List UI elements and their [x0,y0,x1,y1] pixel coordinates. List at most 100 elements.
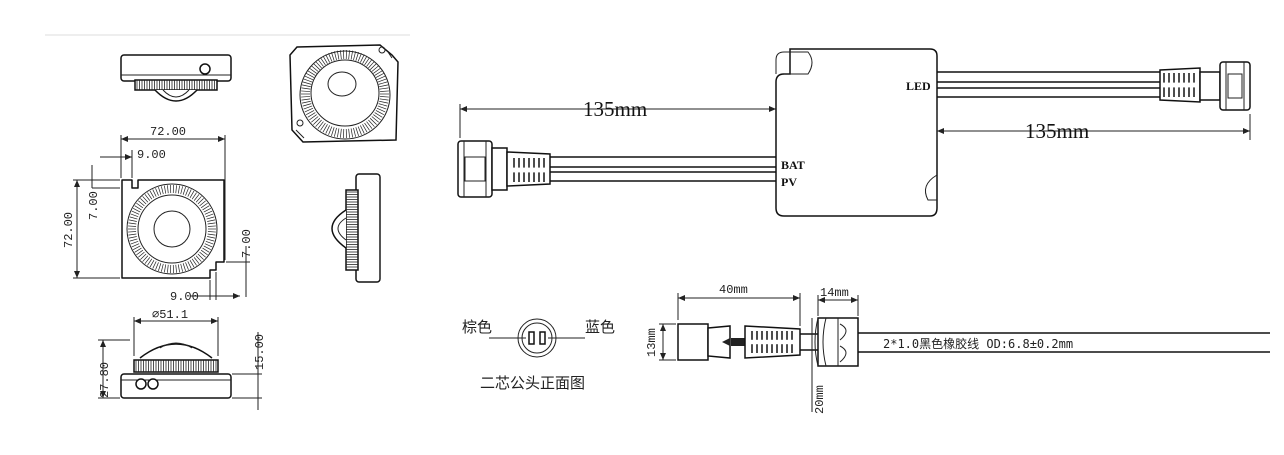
hatch-line [164,185,167,194]
hatch-line [320,57,326,66]
dim-notch-bottom-label: 9.00 [170,290,199,304]
hatch-line [189,190,195,198]
hatch-line [348,50,350,60]
hatch-line [376,107,386,113]
hatch-line [199,251,206,258]
hatch-line [309,114,317,121]
hatch-line [301,100,311,104]
hatch-line [374,70,383,76]
dim-notch-left-label: 7.00 [87,191,101,220]
hatch-line [136,202,144,209]
port-bat-label: BAT [781,158,805,172]
hatch-line [129,238,138,242]
hatch-line [317,121,324,129]
hatch-line [325,125,330,134]
hatch-line [377,78,387,83]
connector-face-caption: 二芯公头正面图 [480,374,585,392]
hatch-line [134,205,142,211]
hatch-line [355,127,359,136]
hatch-line [340,128,342,138]
cable-spec-label: 2*1.0黑色橡胶线 OD:6.8±0.2mm [883,336,1073,351]
hatch-line [301,96,311,98]
hatch-line [364,57,370,66]
hatch-line [134,247,142,253]
hatch-line [315,119,322,127]
hatch-line [337,128,340,138]
hatch-line [161,186,164,195]
hatch-line [377,105,387,110]
hatch-line [207,222,216,225]
hatch-line [175,185,177,194]
hatch-line [128,219,137,222]
hatch-line [193,194,200,201]
hatch-line [161,263,164,272]
hatch-line [164,264,167,273]
hatch-line [147,258,153,266]
hatch-line [128,236,137,239]
hatch-line [337,50,340,60]
hatch-line [379,96,389,98]
hatch-line [334,51,337,61]
hatch-line [357,126,362,135]
dim-nut-length-label: 14mm [820,286,849,300]
hatch-line [350,50,353,60]
hatch-line [340,50,342,60]
hatch-line [207,233,216,236]
hatch-line [204,210,213,215]
hatch-line [152,261,157,269]
hatch-line [350,128,353,138]
hatch-line [373,114,381,121]
hatch-line [155,188,159,196]
hatch-line [379,87,389,90]
connector-face-view: 棕色 蓝色 二芯公头正面图 [462,318,615,392]
hatch-line [304,75,314,81]
hatch-line [138,251,145,258]
hatch-line [129,216,138,220]
hatch-line [177,185,180,194]
hatch-line [303,78,313,83]
hatch-line [191,258,197,266]
hatch-line [303,105,313,110]
dim-nut-diameter-label: 20mm [813,385,827,414]
hatch-line [130,213,139,218]
hatch-line [315,61,322,69]
left-cable-length-label: 135mm [583,97,647,121]
hatch-line [202,205,210,211]
wiring-diagram: 135mm LED BAT PV 135mm [457,48,1251,217]
hatch-line [185,188,189,196]
hatch-line [378,81,388,85]
dim-total-height-label: 27.80 [98,362,112,398]
hatch-line [322,124,328,133]
hatch-line [158,187,162,195]
hatch-line [131,210,140,215]
hatch-line [200,202,208,209]
hatch-line [375,110,385,115]
port-pv-label: PV [781,175,797,189]
dim-plug-length-label: 40mm [719,283,748,297]
hatch-line [131,243,140,248]
sensor-side-view-bottom: ⌀51.1 27.80 15.00 [98,308,267,410]
hatch-line [199,200,206,207]
hatch-line [207,231,216,233]
dim-body-height-label: 15.00 [253,334,267,370]
hatch-line [195,196,202,203]
dim-width-label: 72.00 [150,125,186,139]
hatch-line [309,67,317,74]
dim-plug-diameter-label: 13mm [645,328,659,357]
hatch-line [373,67,381,74]
hatch-line [182,187,186,195]
hatch-line [305,73,315,78]
hatch-line [144,194,151,201]
hatch-line [204,243,213,248]
hatch-line [206,238,215,242]
hatch-line [307,70,316,76]
port-led-label: LED [906,79,931,93]
hatch-line [167,264,169,273]
hatch-line [207,219,216,222]
hatch-line [206,216,215,220]
hatch-line [313,118,321,125]
hatch-line [348,128,350,138]
hatch-line [375,73,385,78]
hatch-line [197,253,204,260]
